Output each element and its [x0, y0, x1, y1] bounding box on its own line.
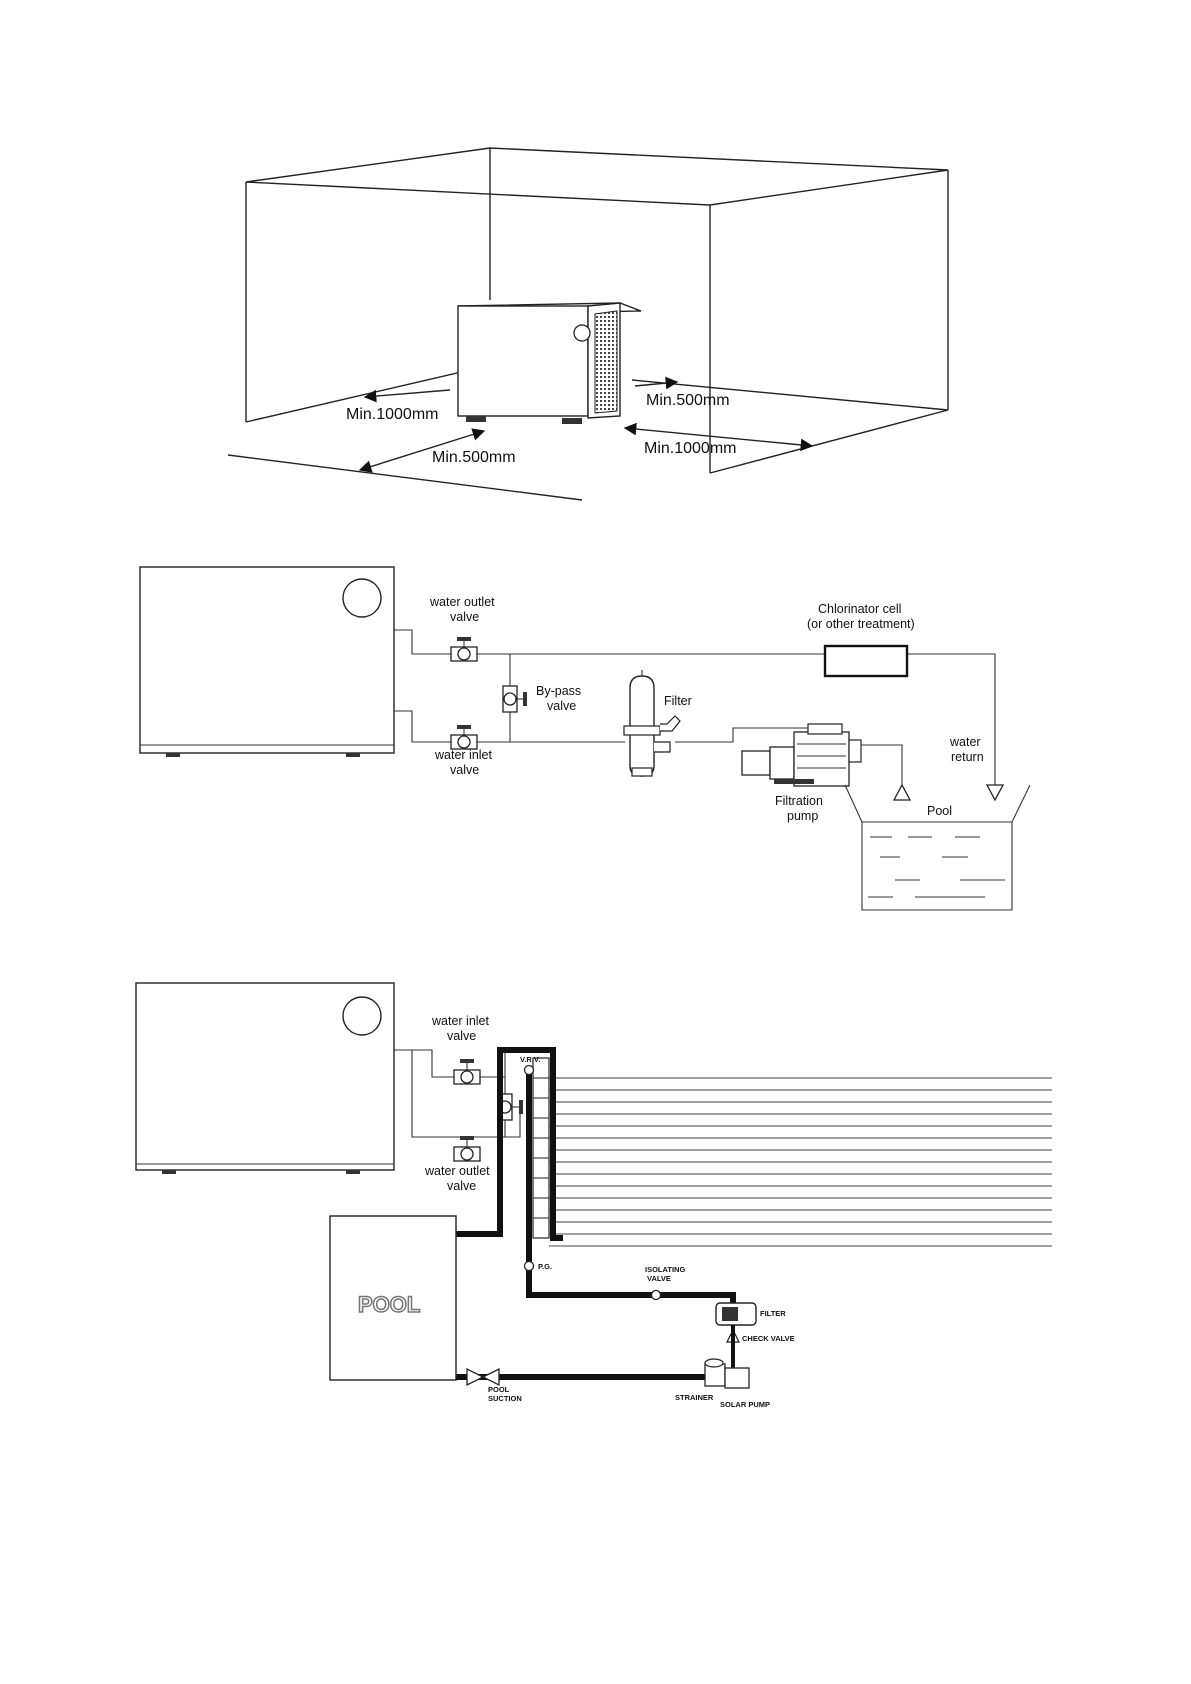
heat-pump-unit-3d: [458, 303, 641, 424]
chlorinator-cell: [825, 646, 907, 676]
solar-filter-icon: [716, 1303, 756, 1325]
display-panel-icon: [343, 579, 381, 617]
main-solar-pipes: [455, 1050, 740, 1377]
clearance-diagram: Min.1000mm Min.500mm Min.500mm Min.1000m…: [228, 148, 948, 500]
filter-label: Filter: [664, 694, 692, 708]
heat-pump-unit: [136, 983, 394, 1174]
pool-suction-valve-icon: [467, 1369, 499, 1385]
solar-water-inlet-label-1: water inlet: [431, 1014, 489, 1028]
solar-water-inlet-valve: [454, 1059, 480, 1084]
clearance-left-label: Min.1000mm: [346, 406, 438, 423]
water-inlet-valve: [451, 725, 477, 749]
water-return-label-1: water: [949, 735, 981, 749]
solar-water-outlet-valve: [454, 1136, 480, 1161]
filter-icon: [624, 670, 680, 776]
isolating-valve-icon: [652, 1291, 661, 1300]
solar-pool-label: POOL: [358, 1292, 420, 1317]
standard-piping-diagram: water outlet valve water inlet valve By-…: [140, 567, 1030, 910]
filtration-pump-icon: [742, 724, 861, 786]
water-outlet-valve: [451, 637, 477, 661]
water-return-label-2: return: [951, 750, 984, 764]
chlorinator-label-1: Chlorinator cell: [818, 602, 901, 616]
pg-label: P.G.: [538, 1262, 552, 1271]
display-panel-icon: [574, 325, 590, 341]
isolating-valve-label-2: VALVE: [647, 1274, 671, 1283]
suction-arrow-icon: [894, 785, 910, 800]
chlorinator-label-2: (or other treatment): [807, 617, 915, 631]
return-arrow-icon: [987, 785, 1003, 800]
filtration-pump-label-2: pump: [787, 809, 818, 823]
solar-pump-icon: [705, 1359, 749, 1388]
vrv-gauge-icon: [525, 1066, 534, 1075]
pool-suction-label-1: POOL: [488, 1385, 510, 1394]
bypass-valve: [503, 686, 527, 712]
pool-label: Pool: [927, 804, 952, 818]
clearance-rear-label: Min.500mm: [646, 392, 730, 409]
vrv-label: V.R.V.: [520, 1055, 540, 1064]
solar-piping-diagram: water inlet valve water outlet valve V.R…: [136, 983, 1052, 1409]
isolating-valve-label-1: ISOLATING: [645, 1265, 685, 1274]
pg-gauge-icon: [525, 1262, 534, 1271]
solar-panel-array: [533, 1058, 1052, 1246]
heat-pump-unit: [140, 567, 394, 757]
water-inlet-valve-label-1: water inlet: [434, 748, 492, 762]
display-panel-icon: [343, 997, 381, 1035]
solar-pump-label: SOLAR PUMP: [720, 1400, 770, 1409]
clearance-right-label: Min.1000mm: [644, 440, 736, 457]
pool-suction-label-2: SUCTION: [488, 1394, 522, 1403]
water-outlet-valve-label-2: valve: [450, 610, 479, 624]
water-inlet-valve-label-2: valve: [450, 763, 479, 777]
bypass-valve-label-1: By-pass: [536, 684, 581, 698]
solar-water-outlet-label-2: valve: [447, 1179, 476, 1193]
check-valve-label: CHECK VALVE: [742, 1334, 795, 1343]
filtration-pump-label-1: Filtration: [775, 794, 823, 808]
bypass-valve-label-2: valve: [547, 699, 576, 713]
water-outlet-valve-label-1: water outlet: [429, 595, 495, 609]
solar-water-outlet-label-1: water outlet: [424, 1164, 490, 1178]
strainer-label: STRAINER: [675, 1393, 714, 1402]
solar-water-inlet-label-2: valve: [447, 1029, 476, 1043]
clearance-front-label: Min.500mm: [432, 449, 516, 466]
solar-filter-label: FILTER: [760, 1309, 786, 1318]
